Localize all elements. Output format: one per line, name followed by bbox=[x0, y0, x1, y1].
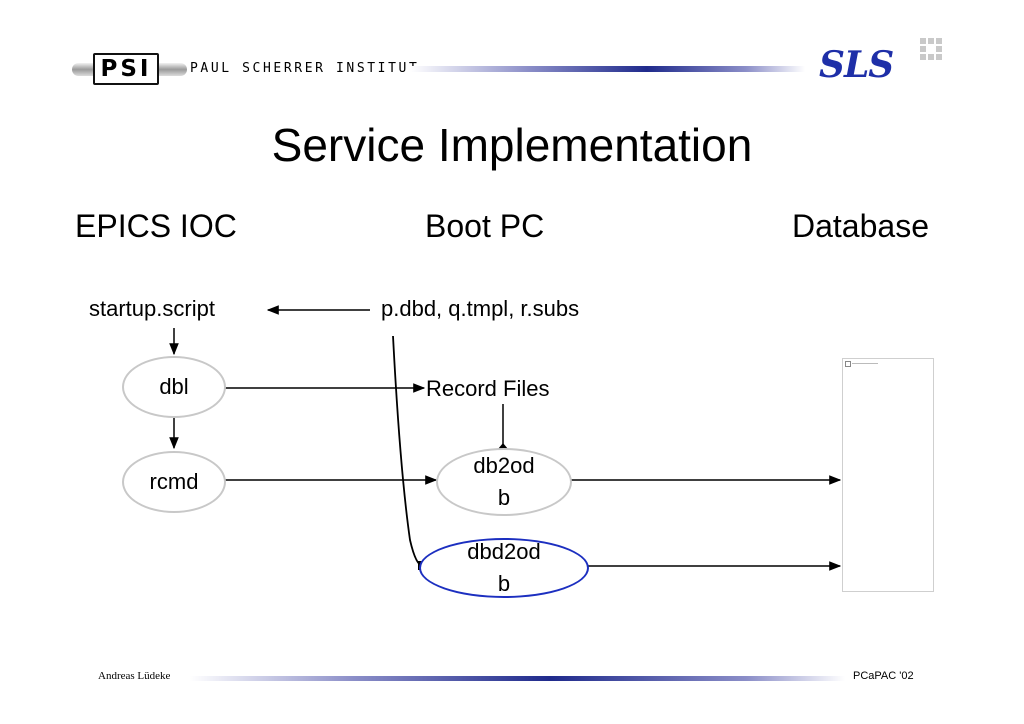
column-epics-ioc: EPICS IOC bbox=[75, 208, 237, 244]
startup-script-label: startup.script bbox=[89, 296, 215, 321]
footer-author: Andreas Lüdeke bbox=[98, 670, 171, 682]
dbd2odb-node: dbd2od b bbox=[419, 538, 589, 598]
broken-image-icon bbox=[845, 361, 851, 367]
dbd2odb-label: dbd2od b bbox=[467, 539, 541, 596]
db2odb-label: db2od b bbox=[473, 453, 535, 510]
column-boot-pc: Boot PC bbox=[425, 208, 545, 244]
db2odb-node: db2od b bbox=[436, 448, 572, 516]
footer-event: PCaPAC '02 bbox=[853, 670, 914, 682]
image-caption-line bbox=[852, 363, 878, 364]
psi-logo: PSI bbox=[93, 53, 159, 85]
sls-logo-square bbox=[920, 54, 926, 60]
sls-logo-square bbox=[936, 54, 942, 60]
dbl-node: dbl bbox=[122, 356, 226, 418]
rcmd-label: rcmd bbox=[149, 469, 199, 494]
institute-name: PAUL SCHERRER INSTITUT bbox=[190, 61, 420, 76]
sls-logo-square bbox=[936, 38, 942, 44]
record-files-label: Record Files bbox=[426, 376, 550, 401]
sls-logo-square bbox=[920, 46, 926, 52]
dbl-label: dbl bbox=[159, 374, 189, 399]
slide-title: Service Implementation bbox=[271, 119, 753, 171]
sls-logo-square bbox=[928, 38, 934, 44]
sls-logo-square bbox=[928, 54, 934, 60]
sls-logo-square bbox=[936, 46, 942, 52]
source-files-label: p.dbd, q.tmpl, r.subs bbox=[381, 296, 580, 321]
sls-logo-square bbox=[920, 38, 926, 44]
footer-divider bbox=[190, 676, 845, 681]
curve-sources-to-dbd2odb bbox=[392, 335, 424, 567]
column-database: Database bbox=[792, 208, 929, 244]
rcmd-node: rcmd bbox=[122, 451, 226, 513]
database-image-placeholder bbox=[842, 358, 934, 592]
header-divider bbox=[410, 66, 805, 72]
sls-logo: SLS bbox=[819, 44, 894, 86]
